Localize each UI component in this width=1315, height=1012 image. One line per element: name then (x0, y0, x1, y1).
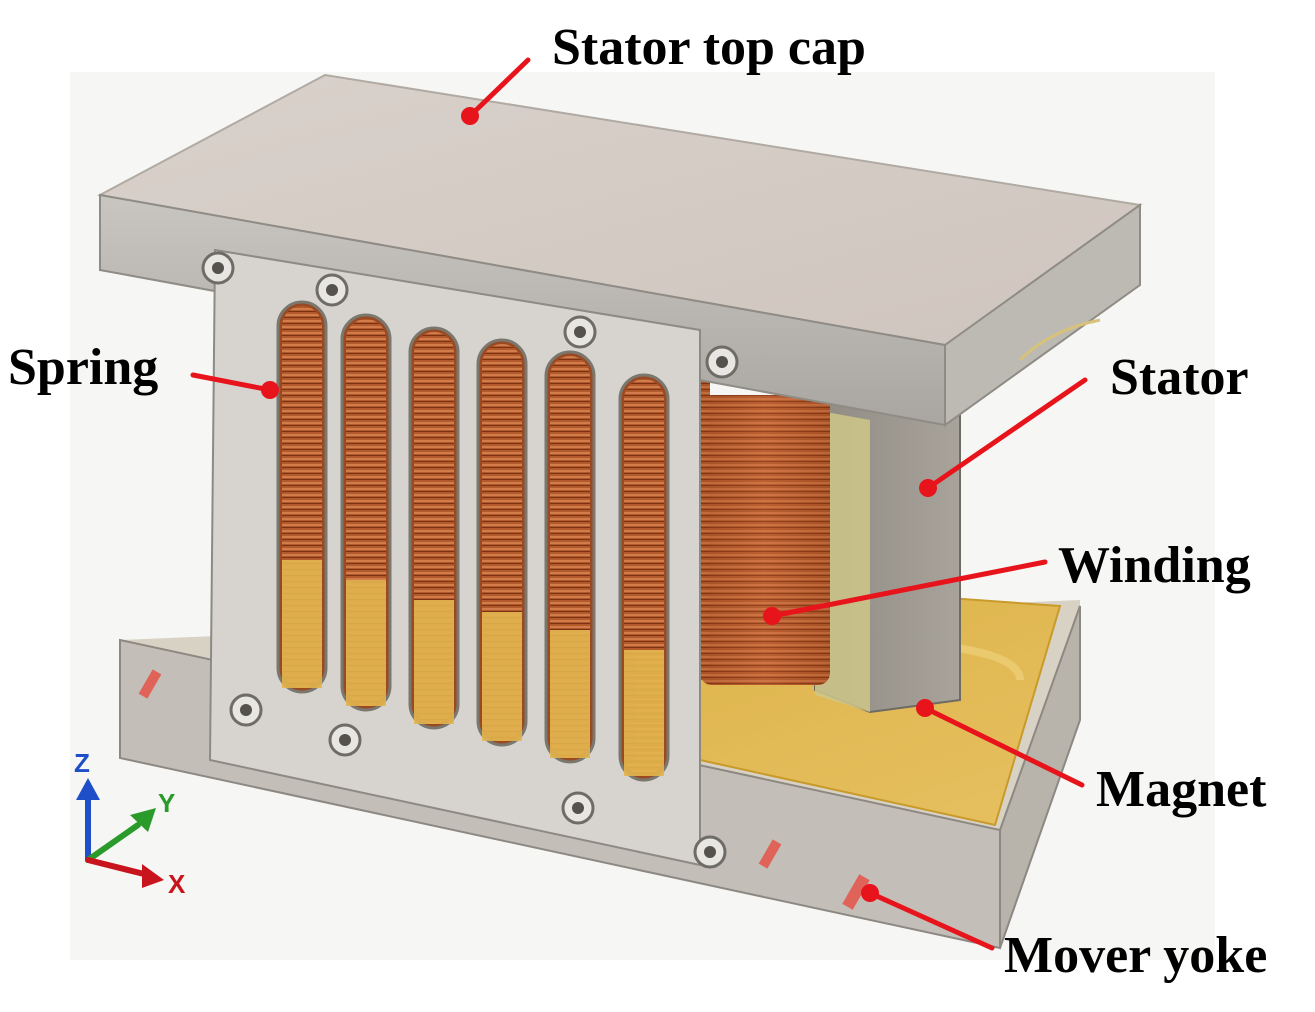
dot-stator-top-cap (461, 107, 479, 125)
leader-magnet (922, 705, 1085, 788)
leader-spring (190, 372, 273, 393)
spring-frame (201, 248, 739, 869)
dot-stator (919, 479, 937, 497)
label-winding: Winding (1058, 537, 1251, 594)
label-spring: Spring (8, 339, 159, 396)
dot-spring (261, 381, 279, 399)
axis-y-label: Y (158, 788, 175, 818)
leader-lines (190, 57, 1088, 951)
axis-triad: Z Y X (74, 748, 186, 899)
label-mover-yoke: Mover yoke (1004, 927, 1268, 984)
leader-winding (769, 559, 1048, 619)
label-magnet: Magnet (1096, 761, 1267, 818)
leader-stator-top-cap (467, 57, 531, 119)
leader-mover-yoke (867, 890, 995, 951)
axis-z-label: Z (74, 748, 90, 778)
label-stator: Stator (1110, 349, 1249, 406)
leader-stator (925, 377, 1088, 491)
dot-winding (763, 607, 781, 625)
dot-magnet (916, 699, 934, 717)
axis-x-label: X (168, 869, 186, 899)
label-stator-top-cap: Stator top cap (552, 19, 866, 76)
dot-mover-yoke (861, 884, 879, 902)
